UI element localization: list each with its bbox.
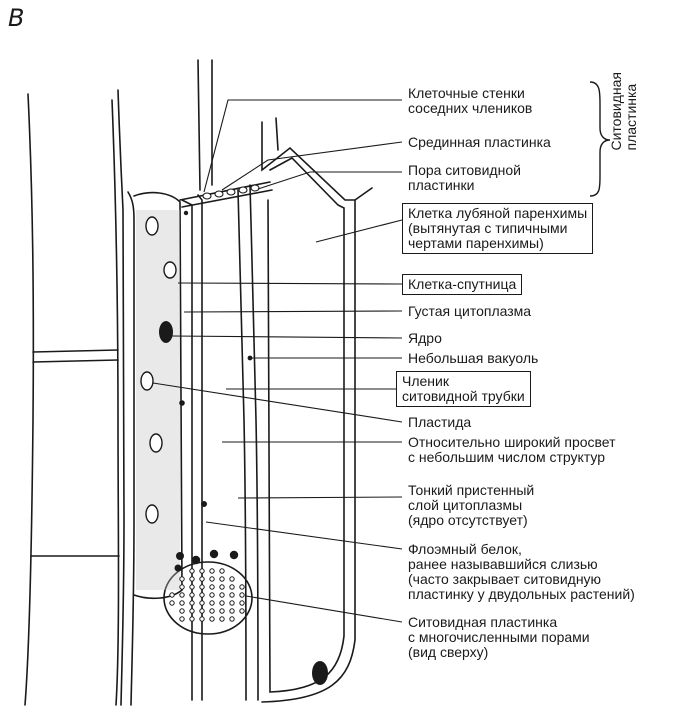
label-phloem-parenchyma: Клетка лубяной паренхимы (вытянутая с ти…	[402, 203, 593, 254]
sieve-pore-34	[180, 609, 184, 613]
label-dense-cytoplasm: Густая цитоплазма	[408, 304, 531, 319]
sieve-pore-1	[190, 569, 194, 573]
sieve-pore-16	[230, 585, 234, 589]
vacuole-1	[146, 217, 158, 235]
sieve-pore-6	[190, 577, 194, 581]
sieve-pore-12	[190, 585, 194, 589]
leader-parenchyma	[316, 220, 402, 242]
label-sieve-tube-member: Членик ситовидной трубки	[396, 371, 531, 407]
vacuole-5	[146, 505, 158, 523]
sieve-pore-32	[230, 601, 234, 605]
sieve-pore-10	[230, 577, 234, 581]
label-companion-cell: Клетка-спутница	[402, 274, 522, 295]
sieve-pore-2	[200, 569, 204, 573]
sieve-pore-46	[230, 617, 234, 621]
sieve-pore-26	[170, 601, 174, 605]
companion-wall-left-inner	[128, 192, 134, 705]
label-middle-lamella: Срединная пластинка	[408, 135, 551, 150]
sieve-pore-20	[190, 593, 194, 597]
sieve-pore-24	[230, 593, 234, 597]
sieve-pore-11	[180, 585, 184, 589]
sieve-pore-3	[210, 569, 214, 573]
sieve-pore-13	[200, 585, 204, 589]
sieve-pore-38	[220, 609, 224, 613]
dot-3	[179, 400, 185, 406]
upper-walls	[180, 60, 272, 207]
vacuole-4	[150, 434, 162, 452]
leader-protein	[206, 522, 402, 549]
label-cell-walls: Клеточные стенки соседних члеников	[408, 86, 532, 116]
sieve-pore-30	[210, 601, 214, 605]
protein-5	[175, 565, 182, 572]
left-cell-wall-inner	[112, 100, 119, 705]
sieve-pore-43	[200, 617, 204, 621]
nucleus	[159, 321, 173, 343]
pore-1	[203, 193, 211, 199]
sieve-pore-40	[240, 609, 244, 613]
sieve-pore-14	[210, 585, 214, 589]
sieve-tube-wall-left	[182, 200, 192, 700]
brace	[590, 82, 610, 196]
leader-nucleus	[172, 336, 402, 338]
label-plastid: Пластида	[408, 415, 471, 430]
sieve-pore-4	[220, 569, 224, 573]
label-wide-lumen: Относительно широкий просвет с небольшим…	[408, 435, 616, 465]
sieve-pore-25	[240, 593, 244, 597]
sieve-pore-15	[220, 585, 224, 589]
sieve-pore-22	[210, 593, 214, 597]
left-cell-septum	[31, 350, 119, 556]
leader-thin-layer	[238, 497, 402, 498]
sieve-pore-41	[180, 617, 184, 621]
label-thin-layer: Тонкий пристенный слой цитоплазмы (ядро …	[408, 483, 534, 528]
brace-label: Ситовидная пластинка	[609, 72, 639, 151]
pore-3	[227, 189, 235, 195]
sieve-pore-5	[180, 577, 184, 581]
pore-5	[251, 185, 259, 191]
sieve-pore-18	[170, 593, 174, 597]
sieve-pore-21	[200, 593, 204, 597]
protein-3	[210, 550, 218, 558]
sieve-pore-45	[220, 617, 224, 621]
sieve-pore-36	[200, 609, 204, 613]
pore-4	[239, 187, 247, 193]
sieve-tube-wall-left2	[198, 195, 202, 700]
sieve-pore-27	[180, 601, 184, 605]
vacuole-2	[164, 262, 176, 278]
label-phloem-protein: Флоэмный белок, ранее называвшийся слизь…	[408, 542, 635, 602]
vacuole-3	[141, 372, 153, 390]
sieve-pore-39	[230, 609, 234, 613]
sieve-pore-33	[240, 601, 244, 605]
sieve-pore-17	[240, 585, 244, 589]
label-sieve-pore: Пора ситовидной пластинки	[408, 163, 521, 193]
pore-2	[215, 191, 223, 197]
sieve-pore-9	[220, 577, 224, 581]
label-sieve-plate-top: Ситовидная пластинка с многочисленными п…	[408, 615, 590, 660]
sieve-pore-19	[180, 593, 184, 597]
leader-middle-lamella	[222, 142, 402, 190]
sieve-pore-44	[210, 617, 214, 621]
protein-1	[176, 552, 184, 560]
dot-2	[248, 356, 253, 361]
sieve-pore-35	[190, 609, 194, 613]
sieve-pore-42	[190, 617, 194, 621]
parenchyma-nucleus	[312, 661, 328, 685]
protein-2	[192, 556, 200, 564]
label-small-vacuole: Небольшая вакуоль	[408, 351, 538, 366]
label-nucleus: Ядро	[408, 331, 442, 346]
protein-4	[230, 551, 238, 559]
sieve-pore-37	[210, 609, 214, 613]
sieve-pore-8	[210, 577, 214, 581]
sieve-pore-23	[220, 593, 224, 597]
sieve-pore-7	[200, 577, 204, 581]
sieve-pore-29	[200, 601, 204, 605]
sieve-pore-31	[220, 601, 224, 605]
leader-companion	[178, 283, 402, 284]
leader-cytoplasm	[184, 311, 402, 312]
left-cell-wall	[25, 94, 33, 705]
dot-4	[201, 501, 207, 507]
sieve-pore-28	[190, 601, 194, 605]
dot-1	[184, 211, 188, 215]
